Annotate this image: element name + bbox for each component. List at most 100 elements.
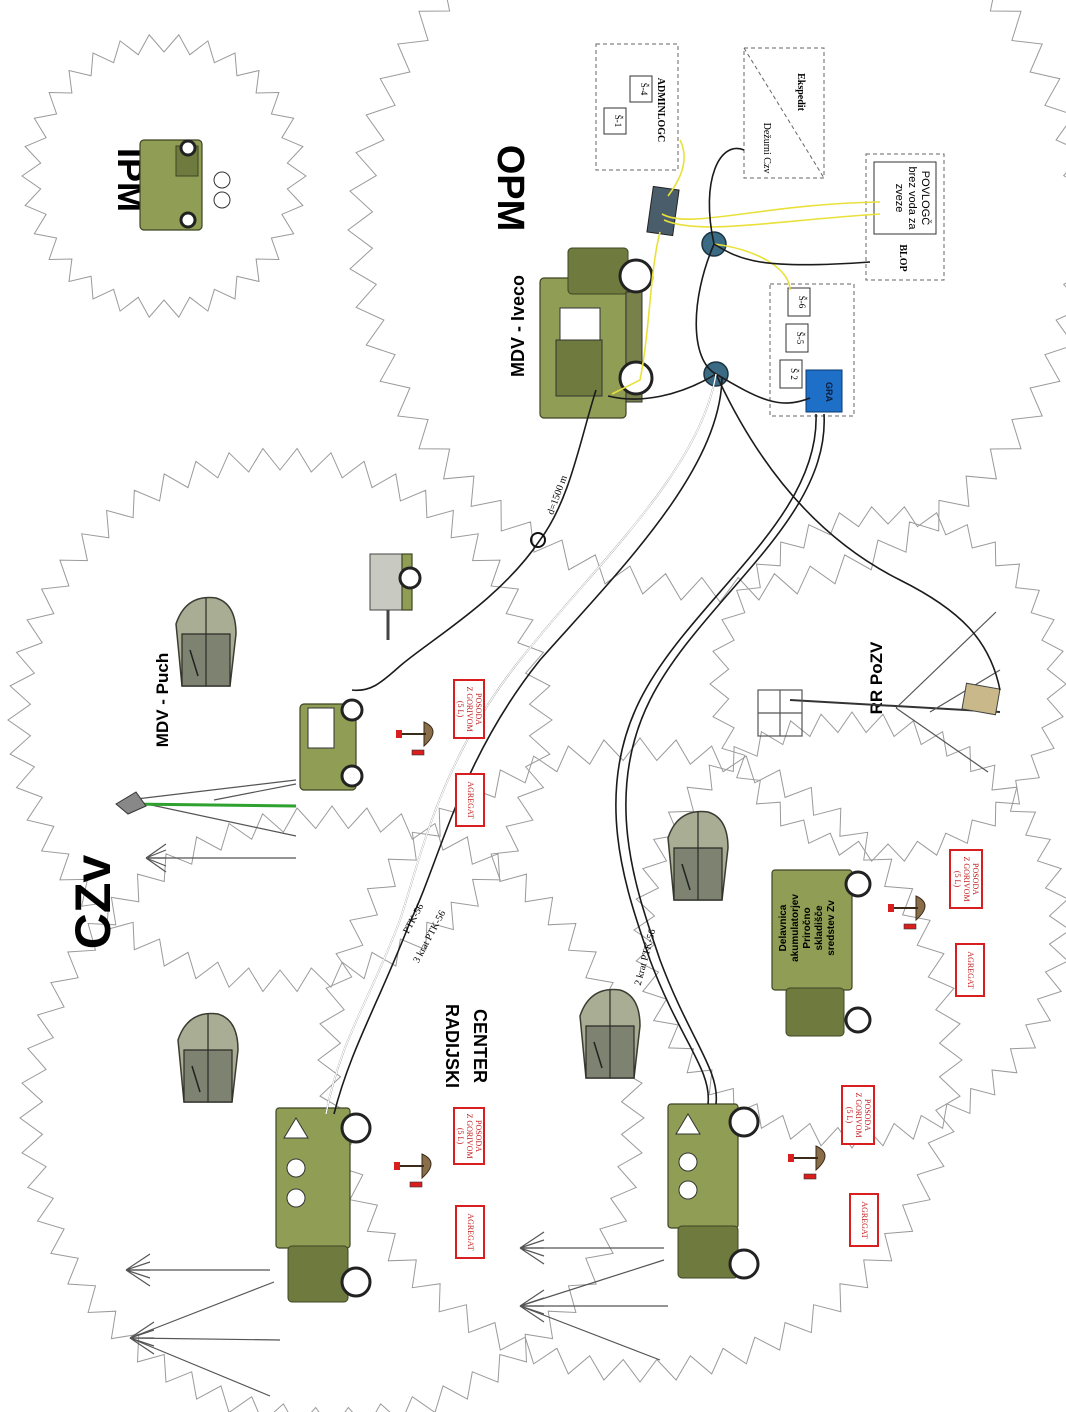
workshop-truck [772,870,870,1036]
puch-zone: MDV - Puch [116,554,420,872]
field-cable-rr [716,374,1000,690]
iveco-label: MDV - Iveco [508,275,528,377]
fuel-container-sign-text: (5 L) [456,701,465,718]
long-cables: d=1500 m PTK-56 3 krat PTK-56 2 krat PTK… [326,374,1000,1114]
ptk-label-2: 2 krat PTK-56 [633,928,659,987]
workshop-line1: Delavnica [778,904,789,951]
s1-label: Š-1 [613,115,623,128]
cable-length-label: d=1500 m [545,474,569,516]
expedit-label: Ekspedit [795,73,806,111]
ptk-label-1: PTK-56 [401,902,426,936]
person-icon [214,172,230,188]
fire-extinguisher-icon [904,924,916,929]
fuel-container-sign: POSODAZ GORIVOM(5 L) [454,1108,484,1164]
workshop-line5: sredstev Zv [826,900,837,956]
povlog-line1: POVLOGČ [919,171,932,225]
gra-label: GRA [824,382,834,403]
opm-zone: OPM Š-1 Š-4 ADMINLOGC Ekspedit Dežurni C… [489,44,944,418]
local-cable [696,244,716,374]
rr-label: RR PoZV [867,641,886,714]
patch-panel-icon [647,186,679,235]
dezurni-label: Dežurni Czv [761,123,772,174]
whip-antenna-icon [520,1232,664,1264]
opm-zone-boundary [348,0,1066,602]
fire-extinguisher-icon [412,750,424,755]
s5-label: Š-5 [795,332,805,345]
generator-sign: AGREGAT [850,1194,878,1246]
generator-sign-text: AGREGAT [860,1201,869,1238]
local-cable [709,148,744,244]
workshop-zone: Delavnica akumulatorjev Priročno skladiš… [772,870,870,1036]
fuel-container-sign-text: Z GORIVOM [854,1092,863,1137]
generator-sign-text: AGREGAT [466,1213,475,1250]
fuel-container-sign-text: POSODA [474,1120,483,1152]
mast-antenna-icon [116,780,296,836]
fuel-container-sign-text: (5 L) [845,1107,854,1124]
cable-coil-icon [531,533,545,547]
fuel-container-sign-text: POSODA [863,1099,872,1131]
fuel-container-sign-text: Z GORIVOM [962,856,971,901]
s6-label: Š-6 [797,296,807,309]
shovel-icon [788,1146,825,1179]
tent-icon [668,812,728,900]
radio-truck-lower [668,1104,758,1278]
ipm-jeep-icon [140,140,202,230]
workshop-line2: akumulatorjev [790,894,801,962]
tent-icon [178,1014,238,1102]
fuel-container-sign-text: Z GORIVOM [465,686,474,731]
fire-extinguisher-icon [804,1174,816,1179]
local-cable [714,244,870,265]
tent-icon [580,990,640,1078]
workshop-line3: Priročno [802,907,813,948]
generator-sign: AGREGAT [456,774,484,826]
workshop-line4: skladišče [814,905,825,950]
person-icon [214,192,230,208]
fuel-container-sign-text: (5 L) [456,1128,465,1145]
povlog-line2: brez voda za [906,167,918,231]
s4-label: Š-4 [639,83,649,96]
fire-extinguisher-icon [410,1182,422,1187]
trailer-icon [370,554,420,640]
shovel-icon [396,722,433,755]
blop-label: BLOP [897,244,908,271]
puch-label: MDV - Puch [153,653,172,747]
field-cable-puch [352,390,596,690]
s2-label: Š 2 [789,368,799,380]
shovel-icon [394,1154,431,1187]
whip-antenna-icon [520,1260,668,1360]
lan-cable [664,214,880,227]
ptk-cable-upper [326,374,716,1114]
fuel-container-sign-text: POSODA [971,863,980,895]
puch-jeep [300,700,362,790]
whip-antenna-icon [146,844,296,872]
radio-center-line1: RADIJSKI [442,1004,462,1088]
povlog-line3: zveze [893,184,905,213]
rr-zone-boundary [710,507,1066,861]
whip-antenna-icon [126,1254,270,1286]
generator-sign: AGREGAT [956,944,984,996]
radio-truck-upper [276,1108,370,1302]
ipm-zone: IPM [110,140,230,230]
rr-zone: RR PoZV [758,612,1000,772]
radio-center-line2: CENTER [470,1009,490,1083]
ptk-cable-highlight [326,374,716,1114]
radio-center-right-boundary [318,738,962,1382]
whip-antenna-icon [130,1282,280,1396]
admin-label: ADMINLOGC [655,78,666,142]
radio-relay-device-icon [962,683,1000,715]
tent-icon [176,598,236,686]
shovel-icon [888,896,925,929]
czv-label: CZv [65,855,121,950]
fuel-container-sign-text: (5 L) [953,871,962,888]
generator-sign-text: AGREGAT [466,781,475,818]
opm-label: OPM [489,145,531,232]
gra-box [806,370,842,412]
fuel-container-sign-text: Z GORIVOM [465,1113,474,1158]
generator-sign: AGREGAT [456,1206,484,1258]
fuel-container-sign-text: POSODA [474,693,483,725]
generator-sign-text: AGREGAT [966,951,975,988]
